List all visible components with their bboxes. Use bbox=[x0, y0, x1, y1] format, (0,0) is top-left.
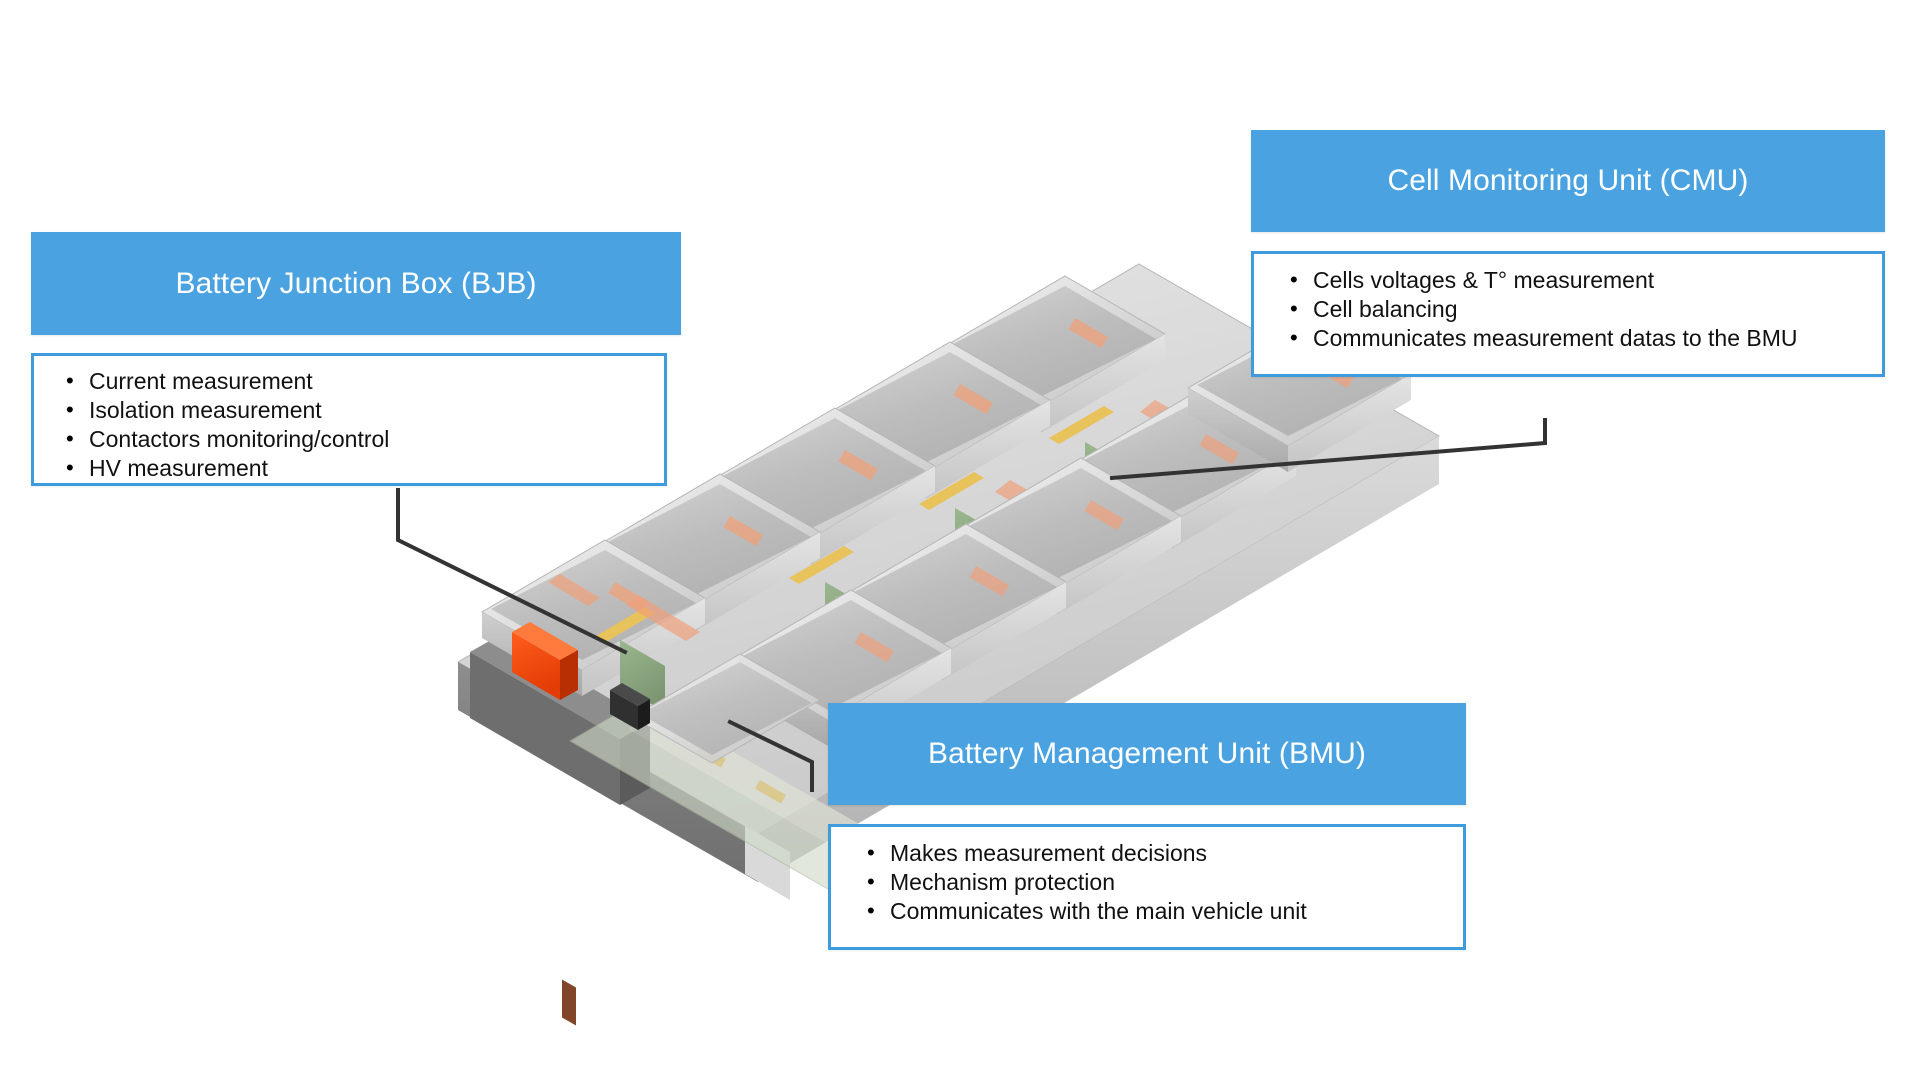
callout-cmu: Cell Monitoring Unit (CMU) Cells voltage… bbox=[1251, 130, 1885, 377]
callout-cmu-title: Cell Monitoring Unit (CMU) bbox=[1251, 130, 1885, 232]
list-item: Communicates measurement datas to the BM… bbox=[1280, 323, 1882, 353]
list-item: HV measurement bbox=[56, 453, 664, 483]
leader-line-bmu bbox=[727, 719, 814, 792]
prismatic-cell bbox=[631, 653, 821, 764]
leader-lines bbox=[396, 418, 1547, 792]
hv-connector bbox=[512, 622, 578, 1026]
list-item: Cell balancing bbox=[1280, 294, 1882, 324]
callout-bmu: Battery Management Unit (BMU) Makes meas… bbox=[828, 703, 1466, 950]
list-item: Mechanism protection bbox=[857, 867, 1463, 897]
cell-row-back bbox=[481, 275, 1166, 696]
callout-cmu-bullets: Cells voltages & T° measurement Cell bal… bbox=[1280, 265, 1882, 353]
list-item: Isolation measurement bbox=[56, 395, 664, 425]
callout-cmu-body: Cells voltages & T° measurement Cell bal… bbox=[1251, 251, 1885, 377]
callout-cmu-title-text: Cell Monitoring Unit (CMU) bbox=[1387, 164, 1749, 197]
callout-bjb-title-text: Battery Junction Box (BJB) bbox=[175, 266, 537, 300]
callout-bmu-body: Makes measurement decisions Mechanism pr… bbox=[828, 824, 1466, 950]
callout-bjb-body: Current measurement Isolation measuremen… bbox=[31, 353, 667, 486]
callout-bjb-bullets: Current measurement Isolation measuremen… bbox=[56, 366, 664, 483]
list-item: Current measurement bbox=[56, 366, 664, 396]
cell-row-front bbox=[631, 315, 1412, 764]
cmu-pcb bbox=[596, 607, 665, 712]
callout-bmu-title-text: Battery Management Unit (BMU) bbox=[927, 737, 1367, 770]
leader-line-cmu bbox=[1109, 418, 1547, 481]
callout-bjb-title: Battery Junction Box (BJB) bbox=[31, 232, 681, 335]
list-item: Communicates with the main vehicle unit bbox=[857, 896, 1463, 926]
list-item: Cells voltages & T° measurement bbox=[1280, 265, 1882, 295]
callout-bjb: Battery Junction Box (BJB) Current measu… bbox=[31, 232, 681, 486]
lv-connector bbox=[610, 683, 650, 730]
leader-line-bjb bbox=[396, 488, 628, 655]
callout-bmu-bullets: Makes measurement decisions Mechanism pr… bbox=[857, 838, 1463, 926]
callout-bmu-title: Battery Management Unit (BMU) bbox=[828, 703, 1466, 805]
list-item: Makes measurement decisions bbox=[857, 838, 1463, 868]
list-item: Contactors monitoring/control bbox=[56, 424, 664, 454]
